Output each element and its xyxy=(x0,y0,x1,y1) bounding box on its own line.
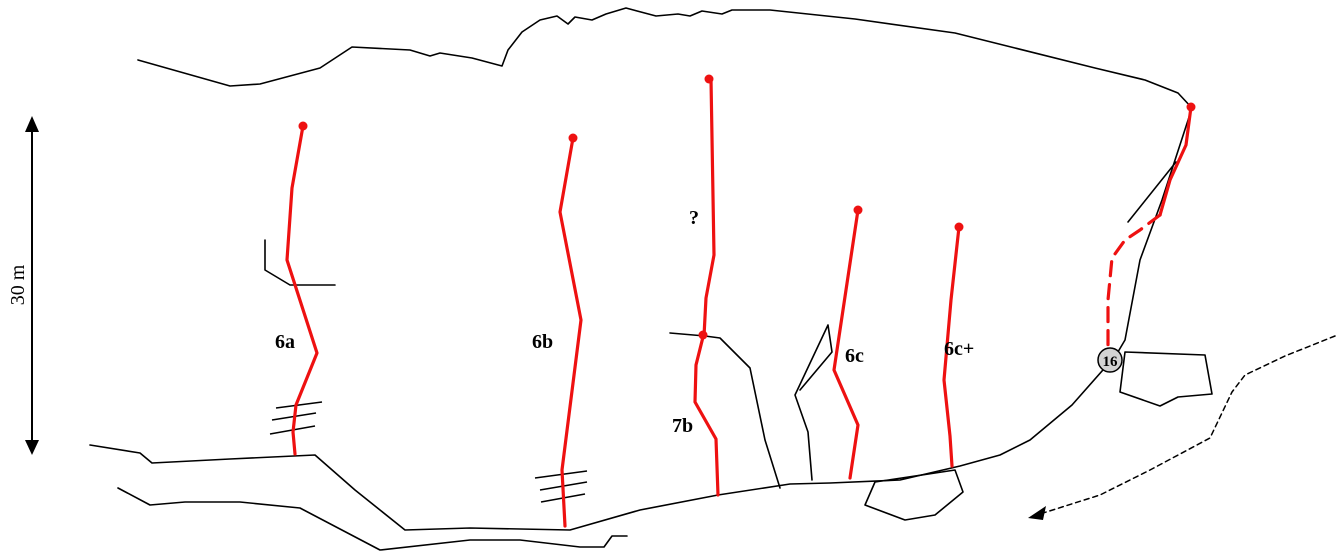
cliff-base-line xyxy=(89,361,1111,531)
route-6c[interactable] xyxy=(832,205,863,480)
belay-station-badge: 16 xyxy=(1097,347,1123,373)
boulder-base xyxy=(864,469,964,521)
route-6b[interactable] xyxy=(558,133,583,528)
scale-label: 30 m xyxy=(7,264,29,305)
route-unknown-grade[interactable] xyxy=(702,74,716,338)
grade-label-7b: 7b xyxy=(672,415,693,437)
approach-arrow-head xyxy=(1028,506,1046,520)
approach-arrow-line xyxy=(1039,335,1336,515)
right-ramp-line xyxy=(1127,161,1177,223)
grade-label-6b: 6b xyxy=(532,331,553,353)
belay-station-number: 16 xyxy=(1103,354,1119,370)
crag-top-outline xyxy=(137,7,1193,109)
grade-label-6c-plus: 6c+ xyxy=(944,338,974,360)
grade-label-6a: 6a xyxy=(275,331,295,353)
ledge-outline xyxy=(264,239,336,286)
lower-path-line xyxy=(117,487,628,551)
boulder-right xyxy=(1119,351,1213,407)
route-descent-right[interactable] xyxy=(1106,102,1196,347)
route-7b[interactable] xyxy=(693,330,720,497)
grade-label-6c: 6c xyxy=(845,345,864,367)
route-6a[interactable] xyxy=(285,121,319,456)
pillar-flake xyxy=(794,324,833,481)
grade-label-unknown: ? xyxy=(689,207,699,229)
crack-line-7b xyxy=(669,332,781,489)
route-6c-plus[interactable] xyxy=(942,222,964,468)
scale-bar xyxy=(25,116,39,455)
right-rib-outline xyxy=(1111,107,1193,363)
